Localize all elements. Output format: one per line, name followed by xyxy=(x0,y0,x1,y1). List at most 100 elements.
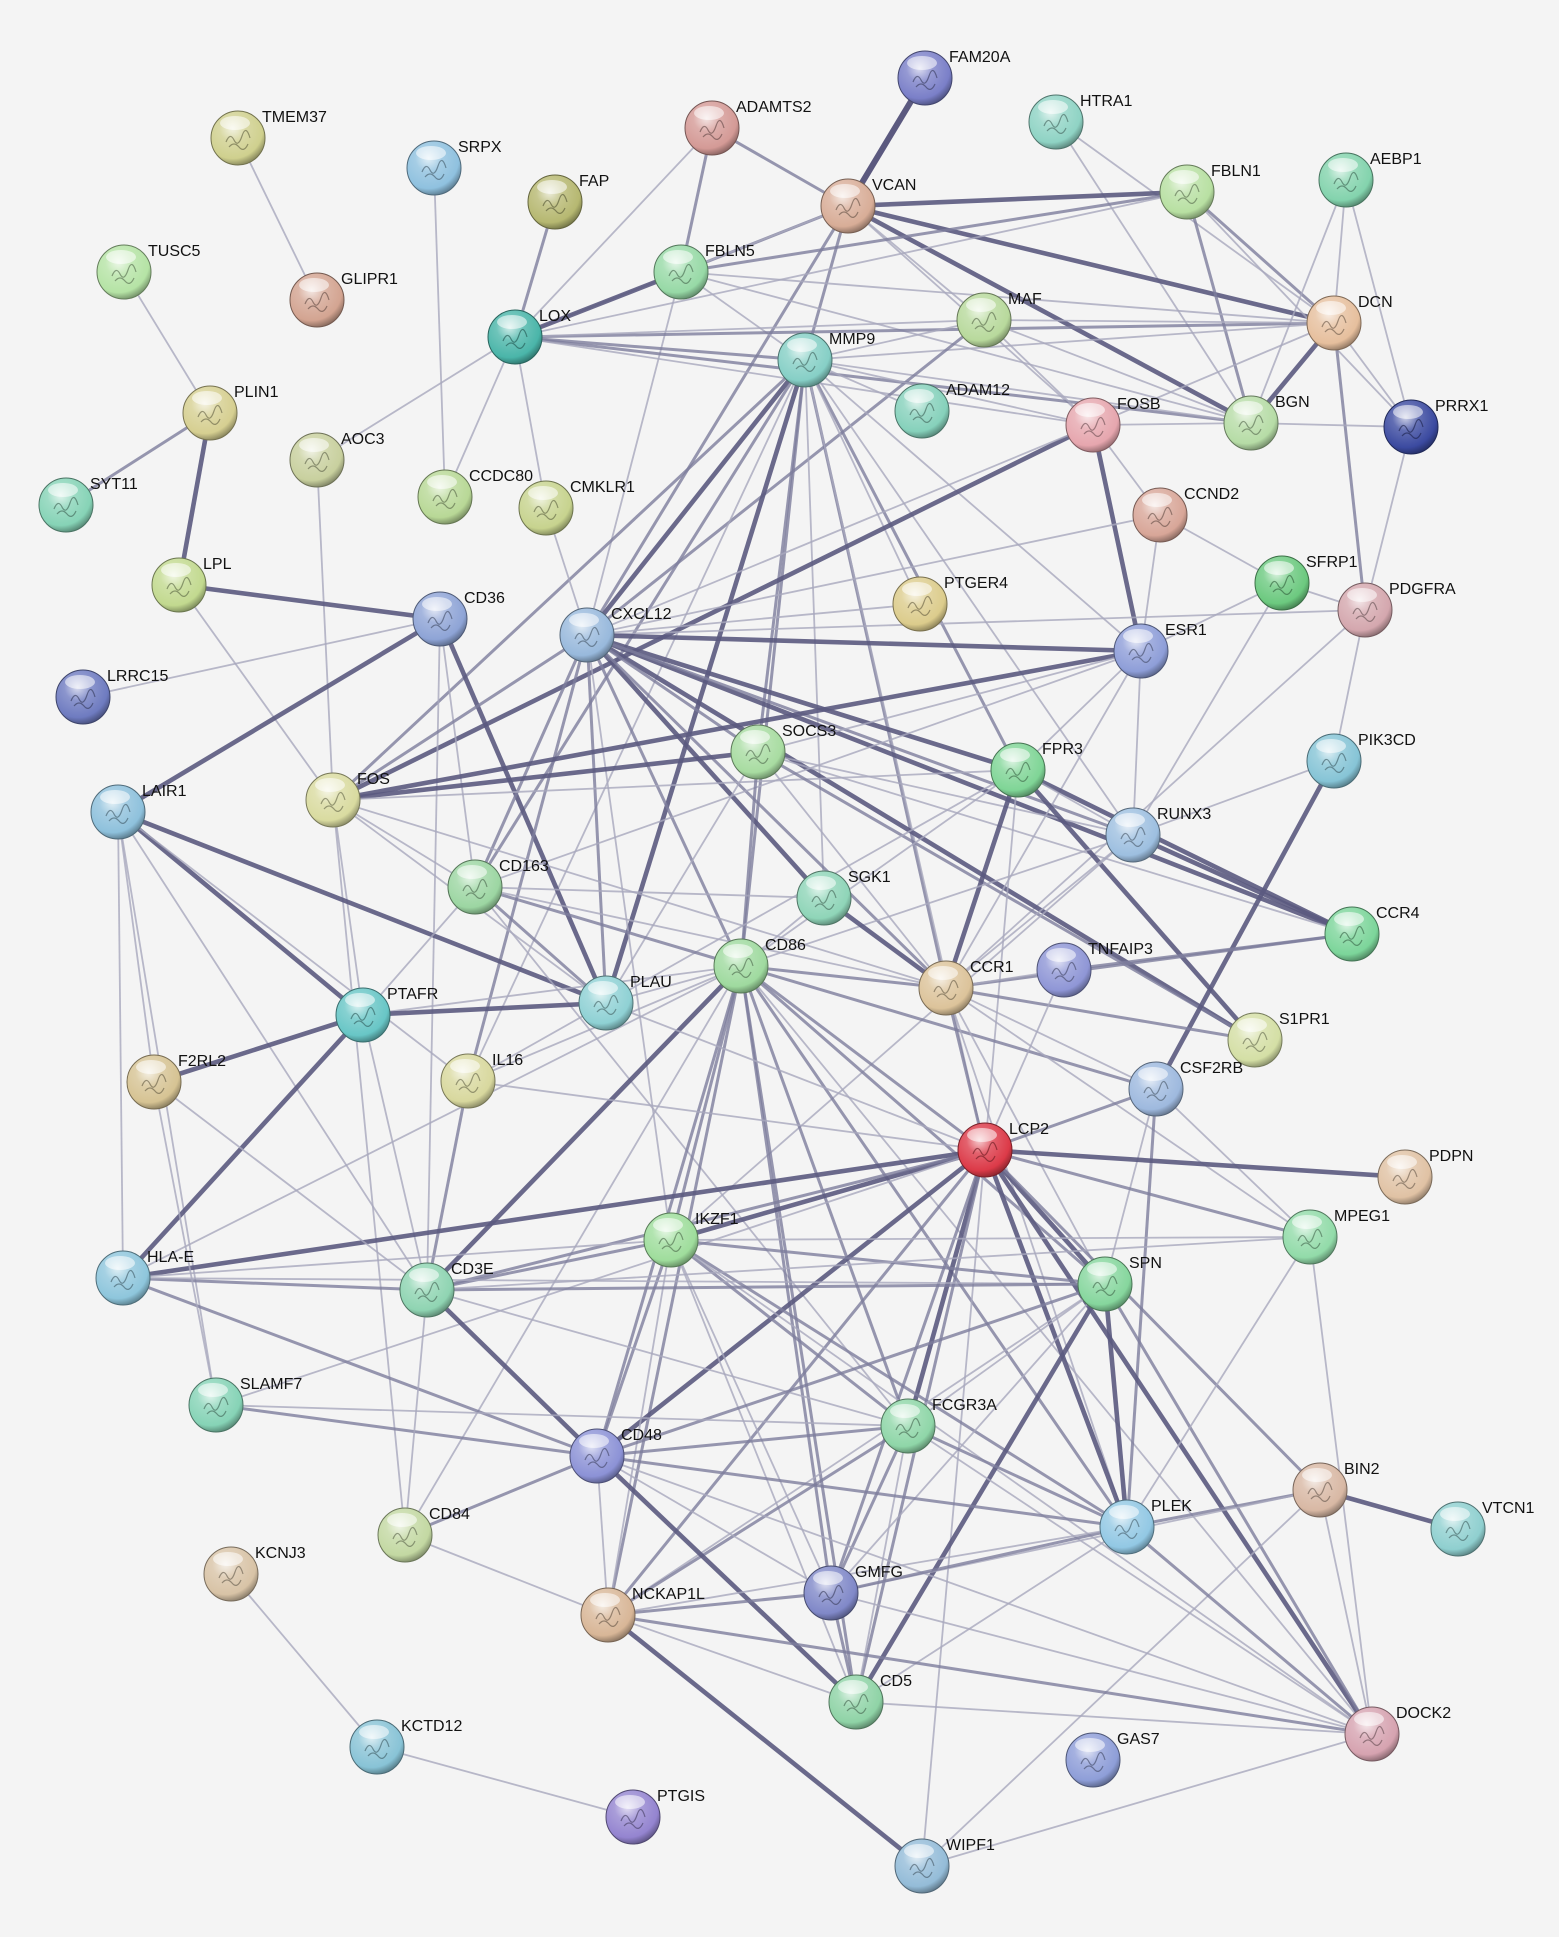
edge-lox-cmklr1 xyxy=(514,336,547,509)
protein-structure-icon xyxy=(1321,752,1347,773)
node-ptafr[interactable]: PTAFR xyxy=(335,986,438,1043)
node-label-maf: MAF xyxy=(1008,291,1042,308)
edge-lcp2-pdpn xyxy=(984,1147,1406,1180)
node-adam12[interactable]: ADAM12 xyxy=(894,382,1010,439)
node-pik3cd[interactable]: PIK3CD xyxy=(1306,732,1416,789)
node-fosb[interactable]: FOSB xyxy=(1065,396,1161,453)
node-nckap1l[interactable]: NCKAP1L xyxy=(580,1586,705,1643)
node-lair1[interactable]: LAIR1 xyxy=(90,783,187,840)
edge-lox-maf xyxy=(514,319,985,338)
node-ccr4[interactable]: CCR4 xyxy=(1324,905,1420,962)
node-ptger4[interactable]: PTGER4 xyxy=(892,575,1008,632)
node-fbln5[interactable]: FBLN5 xyxy=(653,243,755,300)
node-syt11[interactable]: SYT11 xyxy=(38,476,138,533)
node-cxcl12[interactable]: CXCL12 xyxy=(559,606,672,663)
node-esr1[interactable]: ESR1 xyxy=(1113,622,1207,679)
node-lox[interactable]: LOX xyxy=(487,308,571,365)
node-fos[interactable]: FOS xyxy=(305,771,390,828)
node-sgk1[interactable]: SGK1 xyxy=(796,869,891,926)
node-highlight xyxy=(907,56,937,70)
node-highlight xyxy=(359,1725,389,1739)
node-htra1[interactable]: HTRA1 xyxy=(1028,93,1133,150)
node-plek[interactable]: PLEK xyxy=(1099,1498,1192,1555)
edge-fpr3-ccr1 xyxy=(943,769,1021,989)
node-dcn[interactable]: DCN xyxy=(1306,294,1393,351)
node-highlight xyxy=(1334,912,1364,926)
edge-nckap1l-wipf1 xyxy=(606,1613,924,1868)
node-cd5[interactable]: CD5 xyxy=(828,1673,912,1730)
node-highlight xyxy=(1316,301,1346,315)
node-ccdc80[interactable]: CCDC80 xyxy=(417,468,533,525)
node-cmklr1[interactable]: CMKLR1 xyxy=(518,479,635,536)
node-tusc5[interactable]: TUSC5 xyxy=(96,243,201,300)
node-label-wipf1: WIPF1 xyxy=(946,1837,995,1854)
node-mpeg1[interactable]: MPEG1 xyxy=(1282,1208,1390,1265)
node-cd36[interactable]: CD36 xyxy=(412,590,505,647)
node-fap[interactable]: FAP xyxy=(527,173,609,230)
edge-cd36-lrrc15 xyxy=(82,618,441,698)
node-wipf1[interactable]: WIPF1 xyxy=(894,1837,995,1894)
node-plau[interactable]: PLAU xyxy=(578,974,672,1031)
node-f2rl2[interactable]: F2RL2 xyxy=(126,1053,226,1110)
edge-f2rl2-slamf7 xyxy=(153,1081,217,1406)
node-mmp9[interactable]: MMP9 xyxy=(777,331,875,388)
node-aebp1[interactable]: AEBP1 xyxy=(1318,151,1422,208)
node-gas7[interactable]: GAS7 xyxy=(1065,1731,1160,1788)
node-ikzf1[interactable]: IKZF1 xyxy=(643,1211,739,1268)
node-srpx[interactable]: SRPX xyxy=(406,139,502,196)
node-cd3e[interactable]: CD3E xyxy=(399,1261,494,1318)
node-socs3[interactable]: SOCS3 xyxy=(730,723,836,780)
node-label-socs3: SOCS3 xyxy=(782,723,836,740)
node-vtcn1[interactable]: VTCN1 xyxy=(1430,1500,1535,1557)
node-highlight xyxy=(1237,1018,1267,1032)
node-adamts2[interactable]: ADAMTS2 xyxy=(684,99,812,156)
node-fcgr3a[interactable]: FCGR3A xyxy=(880,1397,997,1454)
node-cd84[interactable]: CD84 xyxy=(377,1506,470,1563)
node-cd48[interactable]: CD48 xyxy=(569,1427,662,1484)
protein-structure-icon xyxy=(304,291,330,312)
node-fam20a[interactable]: FAM20A xyxy=(897,49,1011,106)
node-fpr3[interactable]: FPR3 xyxy=(990,741,1083,798)
node-label-fos: FOS xyxy=(357,771,390,788)
node-fbln1[interactable]: FBLN1 xyxy=(1159,163,1261,220)
protein-structure-icon xyxy=(907,595,933,616)
node-spn[interactable]: SPN xyxy=(1077,1255,1162,1312)
node-label-esr1: ESR1 xyxy=(1165,622,1207,639)
node-aoc3[interactable]: AOC3 xyxy=(289,431,385,488)
node-kcnj3[interactable]: KCNJ3 xyxy=(203,1545,306,1602)
node-ccr1[interactable]: CCR1 xyxy=(918,959,1014,1016)
node-prrx1[interactable]: PRRX1 xyxy=(1383,398,1488,455)
protein-structure-icon xyxy=(1238,414,1264,435)
node-maf[interactable]: MAF xyxy=(956,291,1042,348)
node-plin1[interactable]: PLIN1 xyxy=(182,384,279,441)
protein-structure-icon xyxy=(728,957,754,978)
node-pdgfra[interactable]: PDGFRA xyxy=(1337,581,1456,638)
node-label-runx3: RUNX3 xyxy=(1157,806,1211,823)
node-lcp2[interactable]: LCP2 xyxy=(957,1121,1049,1178)
node-kctd12[interactable]: KCTD12 xyxy=(349,1718,462,1775)
node-dock2[interactable]: DOCK2 xyxy=(1344,1705,1451,1762)
node-ptgis[interactable]: PTGIS xyxy=(605,1788,705,1845)
node-tnfaip3[interactable]: TNFAIP3 xyxy=(1036,941,1153,998)
node-il16[interactable]: IL16 xyxy=(440,1052,523,1109)
node-ccnd2[interactable]: CCND2 xyxy=(1132,486,1239,543)
node-tmem37[interactable]: TMEM37 xyxy=(210,109,327,166)
node-bgn[interactable]: BGN xyxy=(1223,394,1310,451)
node-hla-e[interactable]: HLA-E xyxy=(95,1249,194,1306)
node-gmfg[interactable]: GMFG xyxy=(803,1564,903,1621)
node-lpl[interactable]: LPL xyxy=(151,556,232,613)
node-cd163[interactable]: CD163 xyxy=(447,858,549,915)
node-label-cd86: CD86 xyxy=(765,937,806,954)
node-pdpn[interactable]: PDPN xyxy=(1377,1148,1473,1205)
node-vcan[interactable]: VCAN xyxy=(820,177,916,234)
node-bin2[interactable]: BIN2 xyxy=(1292,1461,1380,1518)
node-csf2rb[interactable]: CSF2RB xyxy=(1128,1060,1243,1117)
node-slamf7[interactable]: SLAMF7 xyxy=(188,1376,302,1433)
protein-structure-icon xyxy=(933,979,959,1000)
node-cd86[interactable]: CD86 xyxy=(713,937,806,994)
node-runx3[interactable]: RUNX3 xyxy=(1105,806,1211,863)
node-glipr1[interactable]: GLIPR1 xyxy=(289,271,398,328)
node-lrrc15[interactable]: LRRC15 xyxy=(55,668,168,725)
node-sfrp1[interactable]: SFRP1 xyxy=(1254,554,1358,611)
node-s1pr1[interactable]: S1PR1 xyxy=(1227,1011,1330,1068)
